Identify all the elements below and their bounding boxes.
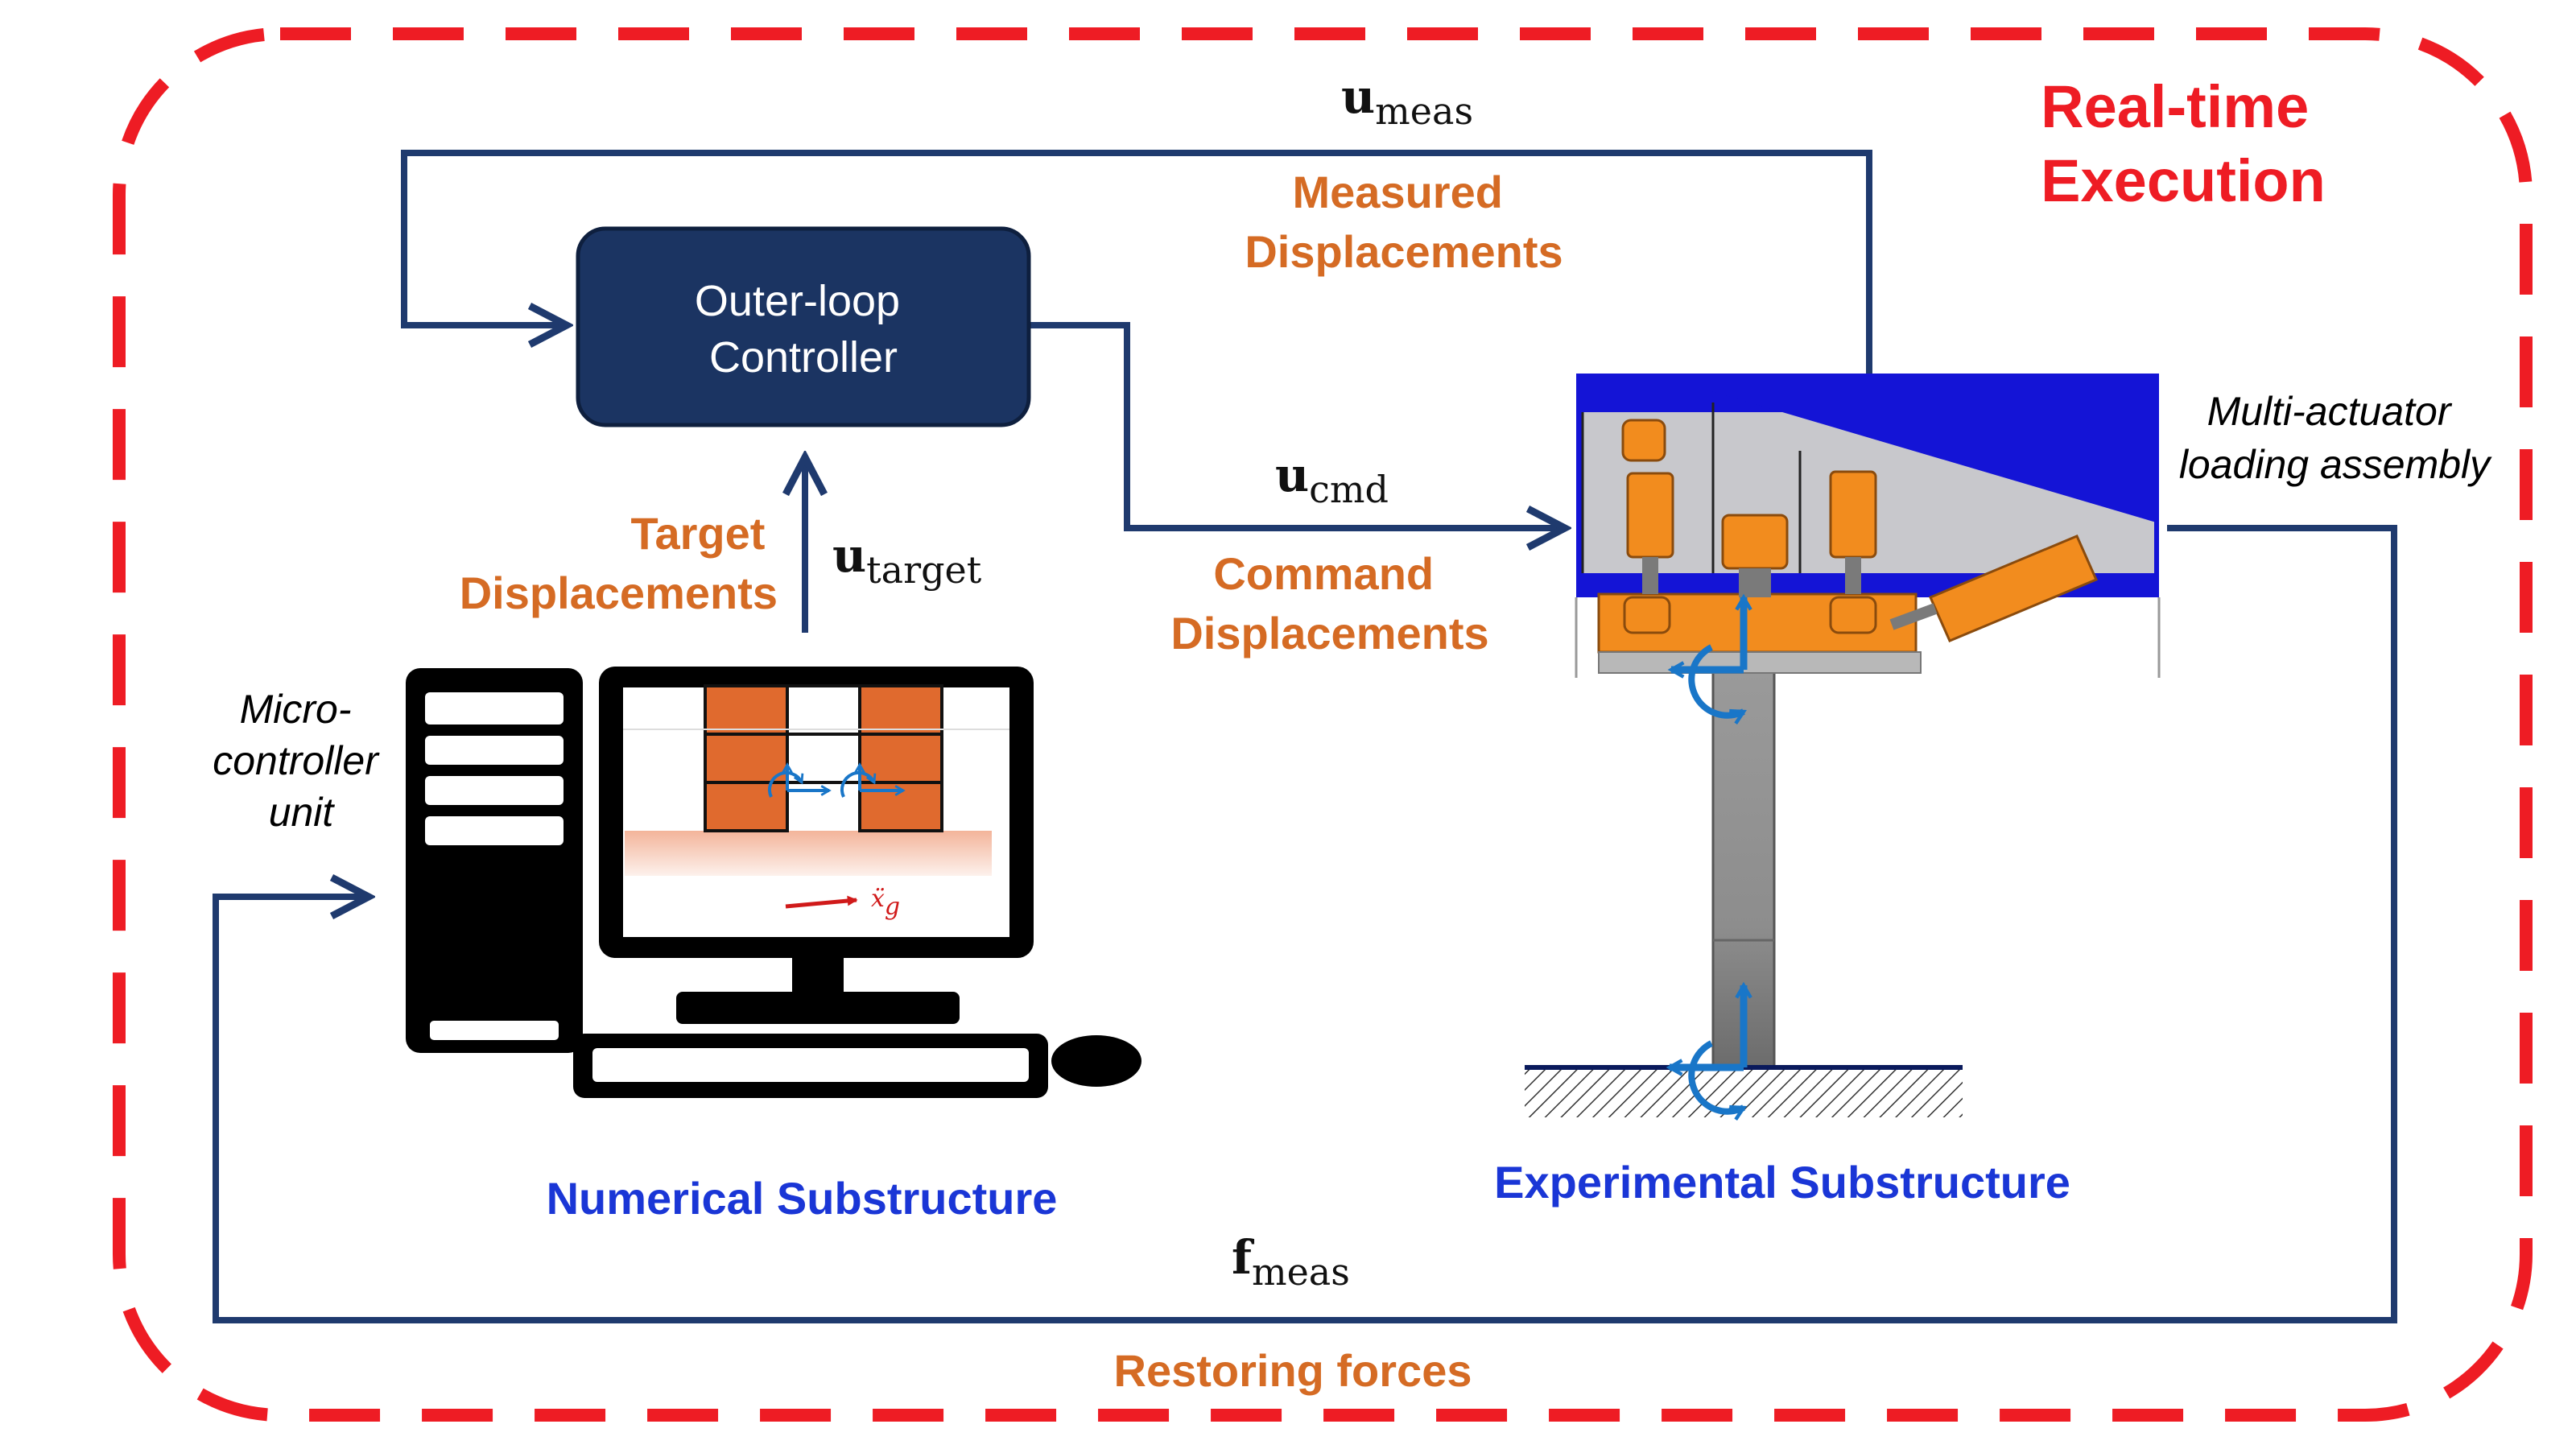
numerical-substructure-label: Numerical Substructure: [547, 1173, 1058, 1224]
controller-line-2: Controller: [709, 333, 898, 382]
screen-dof-icon-left: [768, 765, 829, 798]
title-line-1: Real-time: [2041, 73, 2309, 140]
u-meas-symbol: umeas: [1341, 69, 1473, 133]
outer-loop-controller: Outer-loop Controller: [576, 226, 1031, 427]
f-meas-symbol: fmeas: [1232, 1230, 1350, 1294]
actuator-inclined: [1889, 535, 2098, 642]
real-time-boundary: [113, 27, 2533, 1422]
numerical-frame-model: [623, 684, 1009, 876]
svg-text:ẍg: ẍg: [871, 885, 900, 921]
restoring-force-wire: [213, 525, 2397, 1323]
actuator-right: [1829, 470, 1877, 634]
restoring-forces-label: Restoring forces: [1114, 1345, 1472, 1396]
command-wire: [1030, 322, 1565, 528]
svg-text:Outer-loop Controller: Outer-loop Controller: [695, 277, 912, 382]
measured-feedback-wire: [401, 150, 1872, 374]
multi-actuator-label: Multi-actuator loading assembly: [2179, 389, 2492, 487]
computer-tower: [406, 668, 583, 1053]
measured-displacements-label: Measured Displacements: [1245, 167, 1563, 277]
micro-controller-unit-label: Micro- controller unit: [213, 687, 390, 835]
actuator-center: [1721, 514, 1789, 597]
controller-line-1: Outer-loop: [695, 277, 900, 325]
title-line-2: Execution: [2041, 147, 2326, 214]
u-cmd-symbol: ucmd: [1275, 448, 1389, 511]
dof-arrows-top: [1671, 597, 1744, 716]
dof-arrows-base: [1670, 985, 1744, 1112]
keyboard: [573, 1034, 1048, 1098]
real-time-execution-title: Real-time Execution: [2041, 73, 2326, 214]
mouse: [1051, 1035, 1141, 1087]
target-displacements-label: Target Displacements: [460, 508, 778, 618]
ground-acceleration: ẍg: [785, 885, 900, 921]
actuator-left: [1621, 419, 1674, 634]
u-target-symbol: utarget: [832, 528, 982, 592]
command-displacements-label: Command Displacements: [1170, 548, 1488, 658]
experimental-substructure-label: Experimental Substructure: [1494, 1157, 2070, 1208]
screen-dof-icon-right: [840, 765, 903, 798]
